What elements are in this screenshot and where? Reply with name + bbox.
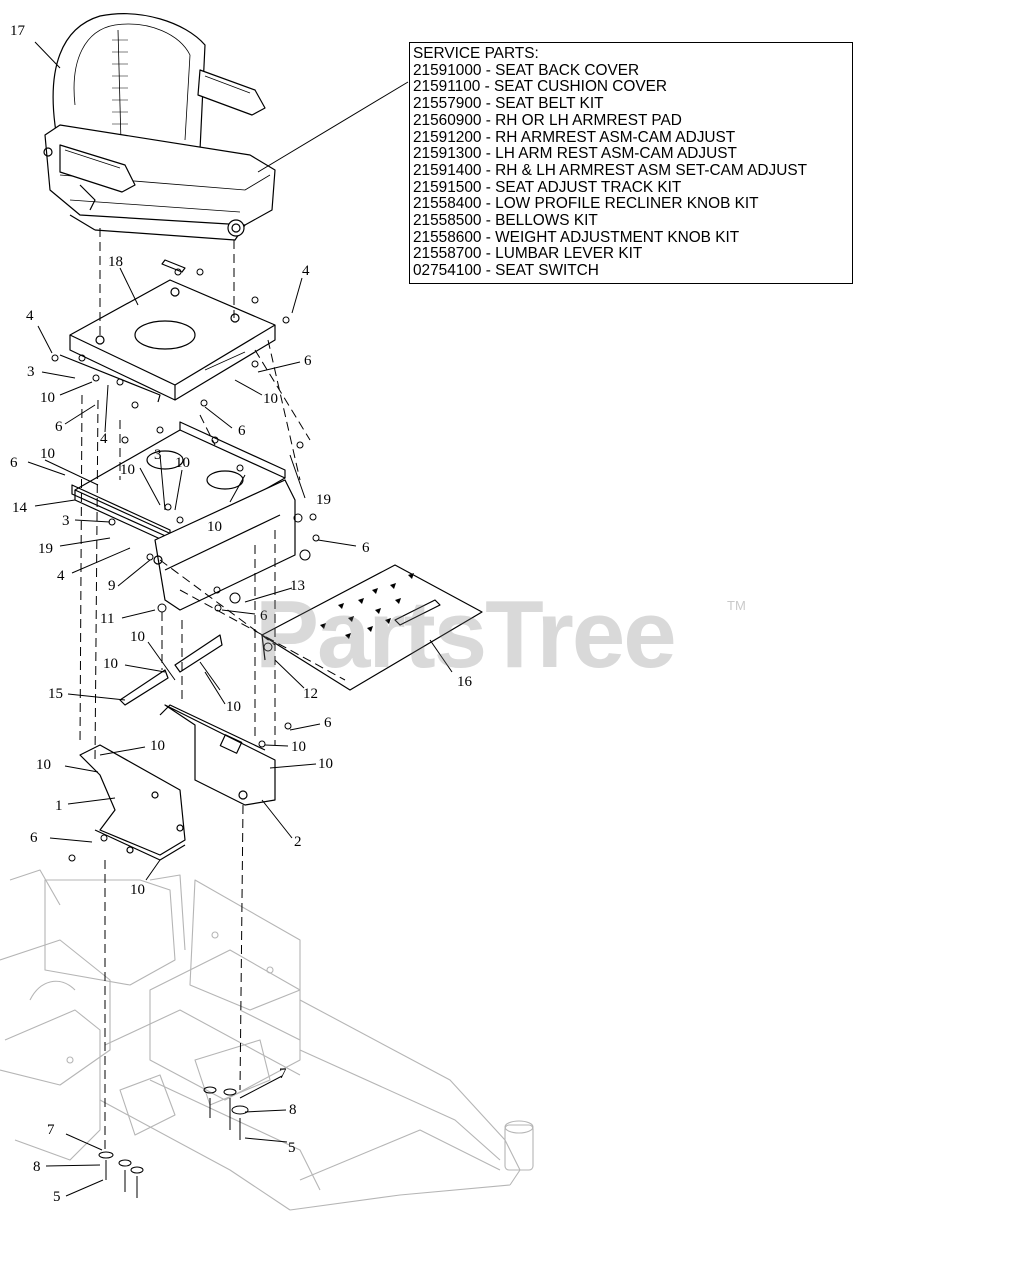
service-part-line: 21560900 - RH OR LH ARMREST PAD [413,111,682,129]
service-part-line: 21591100 - SEAT CUSHION COVER [413,78,668,96]
callout-6: 6 [324,715,332,731]
callout-6: 6 [55,419,63,435]
service-part-line: 02754100 - SEAT SWITCH [413,262,599,280]
leader-lines [27,41,453,1197]
floor-pan [261,564,483,691]
service-parts-box: SERVICE PARTS: 21591000 - SEAT BACK COVE… [409,42,853,284]
service-part-line: 21591200 - RH ARMREST ASM-CAM ADJUST [413,128,736,146]
callout-10: 10 [150,738,165,754]
callout-6: 6 [362,540,370,556]
callout-numbers: 17 18 4 4 3 10 6 10 6 4 6 10 10 3 10 6 1… [10,23,473,1205]
callout-15: 15 [48,686,63,702]
callout-6: 6 [10,455,18,471]
left-bracket-1 [79,744,186,861]
callout-6: 6 [30,830,38,846]
callout-10: 10 [263,391,278,407]
callout-6: 6 [304,353,312,369]
service-part-line: 21591500 - SEAT ADJUST TRACK KIT [413,178,682,196]
callout-5: 5 [53,1189,61,1205]
watermark-trademark: TM [727,598,746,613]
service-part-line: 21558600 - WEIGHT ADJUSTMENT KNOB KIT [413,228,740,246]
callout-4: 4 [302,263,310,279]
callout-4: 4 [26,308,34,324]
callout-14: 14 [12,500,28,516]
callout-3: 3 [62,513,70,529]
callout-6: 6 [238,423,246,439]
callout-8: 8 [33,1159,41,1175]
callout-3: 3 [154,447,162,463]
callout-10: 10 [120,462,135,478]
callout-3: 3 [27,364,35,380]
callout-10: 10 [207,519,222,535]
callout-10: 10 [130,629,145,645]
callout-8: 8 [289,1102,297,1118]
callout-10: 10 [226,699,241,715]
mower-frame [0,869,534,1211]
callout-1: 1 [55,798,63,814]
callout-16: 16 [457,674,473,690]
seat-assembly [43,13,276,273]
callout-10: 10 [318,756,333,772]
callout-12: 12 [303,686,318,702]
callout-2: 2 [294,834,302,850]
callout-10: 10 [291,739,306,755]
callout-11: 11 [100,611,114,627]
callout-9: 9 [108,578,116,594]
service-part-line: 21591400 - RH & LH ARMREST ASM SET-CAM A… [413,161,808,179]
callout-10: 10 [175,455,190,471]
bracket-9 [153,479,296,611]
service-part-line: 21591000 - SEAT BACK COVER [413,61,640,79]
service-part-line: 21558500 - BELLOWS KIT [413,212,598,230]
callout-10: 10 [130,882,145,898]
callout-17: 17 [10,23,26,39]
callout-19: 19 [38,541,53,557]
callout-6: 6 [260,608,268,624]
service-parts-heading: SERVICE PARTS: [413,45,539,62]
service-part-line: 21591300 - LH ARM REST ASM-CAM ADJUST [413,145,737,163]
callout-18: 18 [108,254,123,270]
callout-4: 4 [100,431,108,447]
service-part-line: 21557900 - SEAT BELT KIT [413,95,604,113]
callout-10: 10 [103,656,118,672]
seat-mount-plate [59,279,276,403]
alignment-lines [79,228,346,1150]
callout-13: 13 [290,578,305,594]
right-bracket-2 [159,704,276,806]
small-brackets [119,634,223,706]
service-part-line: 21558700 - LUMBAR LEVER KIT [413,245,643,263]
hardware [51,268,320,1198]
callout-7: 7 [279,1066,287,1082]
callout-19: 19 [316,492,331,508]
callout-7: 7 [47,1122,55,1138]
callout-10: 10 [36,757,51,773]
callout-5: 5 [288,1140,296,1156]
callout-4: 4 [57,568,65,584]
watermark-logo: PartsTree [255,581,677,688]
callout-10: 10 [40,446,55,462]
service-part-line: 21558400 - LOW PROFILE RECLINER KNOB KIT [413,195,759,213]
callout-10: 10 [40,390,55,406]
